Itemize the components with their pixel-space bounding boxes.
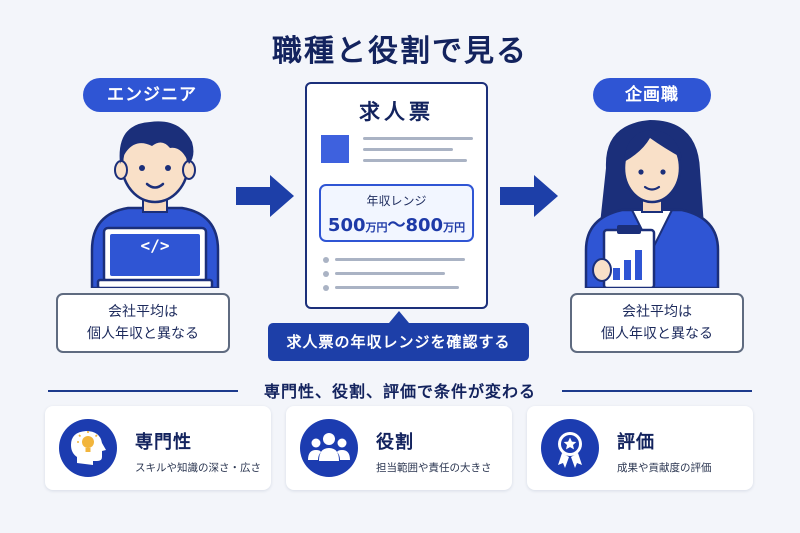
card-title: 専門性 <box>135 432 192 453</box>
bullet-dot <box>323 285 329 291</box>
laptop-code-symbol: </> <box>140 236 170 255</box>
photo-placeholder <box>321 135 349 163</box>
planner-note-line1: 会社平均は <box>622 304 692 320</box>
text-line <box>335 272 445 275</box>
range-low: 500 <box>327 215 366 236</box>
bullet-dot <box>323 271 329 277</box>
arrow-right-icon <box>236 175 294 217</box>
engineer-note: 会社平均は 個人年収と異なる <box>56 293 230 353</box>
engineer-note-line1: 会社平均は <box>108 304 178 320</box>
arrow-right-icon <box>500 175 558 217</box>
engineer-note-line2: 個人年収と異なる <box>87 326 199 342</box>
planner-note-line2: 個人年収と異なる <box>601 326 713 342</box>
page-title: 職種と役割で見る <box>272 34 528 69</box>
range-high-unit: 万円 <box>443 221 466 234</box>
range-high: 800 <box>405 215 444 236</box>
job-posting-title: 求人票 <box>359 100 434 124</box>
team-icon <box>300 419 358 477</box>
bullet-dot <box>323 257 329 263</box>
card-description: 成果や貢献度の評価 <box>617 462 712 474</box>
engineer-label: エンジニア <box>83 78 221 112</box>
card-description: スキルや知識の深さ・広さ <box>135 462 261 474</box>
engineer-illustration <box>90 121 220 288</box>
check-range-banner: 求人票の年収レンジを確認する <box>268 323 529 361</box>
text-line <box>363 137 473 140</box>
planner-label: 企画職 <box>593 78 711 112</box>
card-role: 役割 担当範囲や責任の大きさ <box>286 406 512 490</box>
card-title: 評価 <box>617 432 655 453</box>
brain-head-icon <box>59 419 117 477</box>
card-title: 役割 <box>376 432 414 453</box>
banner-pointer <box>389 311 409 323</box>
card-expertise: 専門性 スキルや知識の深さ・広さ <box>45 406 271 490</box>
divider-line <box>48 390 238 392</box>
range-separator: ～ <box>387 215 406 236</box>
card-evaluation: 評価 成果や貢献度の評価 <box>527 406 753 490</box>
text-line <box>363 148 453 151</box>
card-description: 担当範囲や責任の大きさ <box>376 462 492 474</box>
planner-illustration <box>584 120 720 288</box>
salary-range-label: 年収レンジ <box>366 194 427 208</box>
planner-note: 会社平均は 個人年収と異なる <box>570 293 744 353</box>
section-heading: 専門性、役割、評価で条件が変わる <box>263 382 536 401</box>
award-medal-icon <box>541 419 599 477</box>
divider-line <box>562 390 752 392</box>
salary-range-box: 年収レンジ 500万円～800万円 <box>319 184 474 242</box>
text-line <box>335 286 459 289</box>
text-line <box>335 258 465 261</box>
job-posting-card: 求人票 年収レンジ 500万円～800万円 <box>305 82 488 309</box>
salary-range-value: 500万円～800万円 <box>321 211 472 237</box>
text-line <box>363 159 467 162</box>
range-low-unit: 万円 <box>365 221 388 234</box>
